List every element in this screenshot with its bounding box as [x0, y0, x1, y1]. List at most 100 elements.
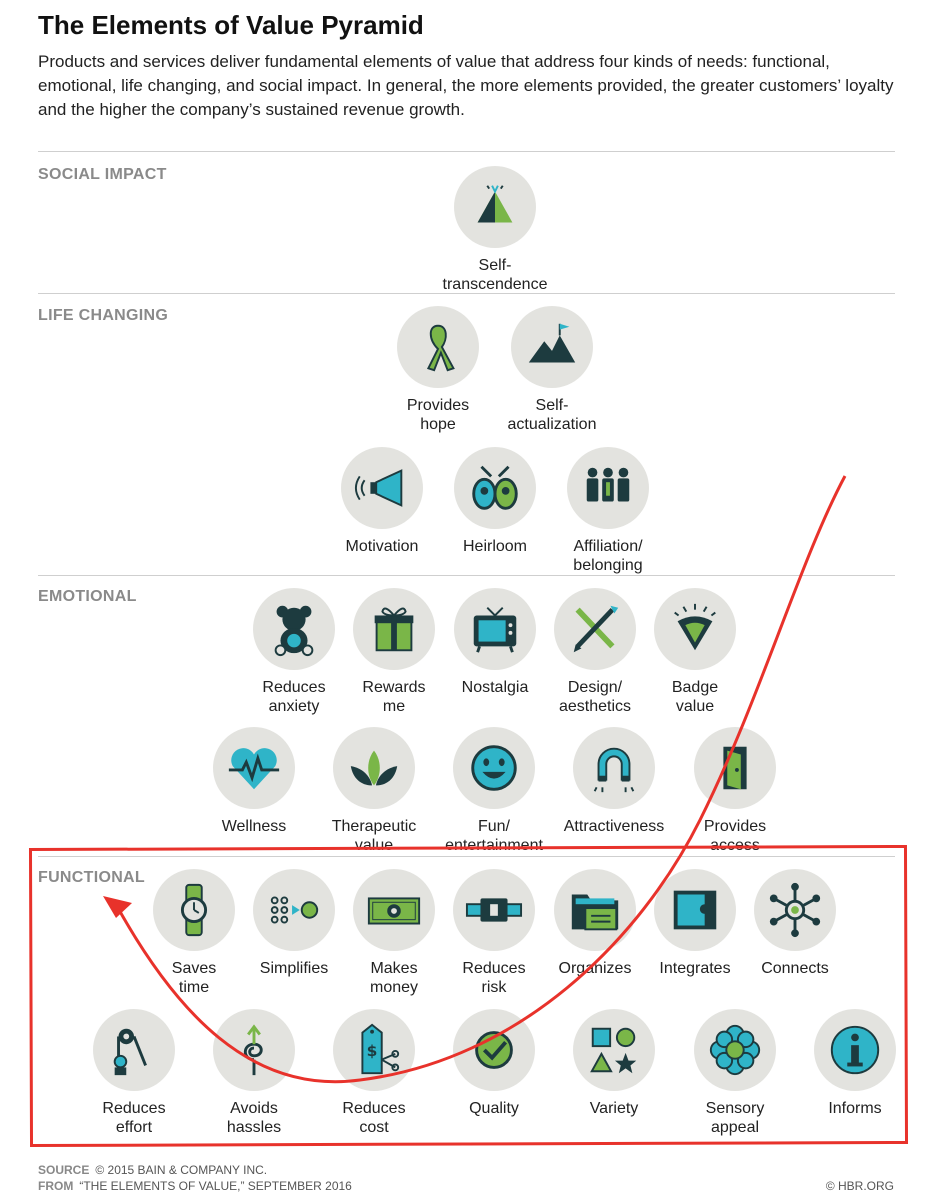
element-reduces-cost: $ Reduces cost	[314, 1009, 434, 1137]
element-fun-entertainment: Fun/ entertainment	[434, 727, 554, 855]
info-icon	[830, 1025, 880, 1075]
mountain-flag-icon	[528, 323, 576, 363]
element-circle	[453, 1009, 535, 1091]
element-provides-hope: Provides hope	[378, 306, 498, 434]
element-label: Avoids hassles	[226, 1100, 282, 1136]
element-attractiveness: Attractiveness	[554, 727, 674, 836]
heart-pulse-icon	[228, 748, 280, 790]
element-label: Quality	[469, 1100, 519, 1117]
element-circle	[333, 727, 415, 809]
untangle-arrow-icon	[243, 1024, 263, 1076]
locket-icon	[472, 465, 518, 510]
element-self-actualization: Self- actualization	[492, 306, 612, 434]
element-circle	[573, 1009, 655, 1091]
element-label: Reduces cost	[342, 1100, 406, 1136]
element-label: Attractiveness	[563, 818, 665, 835]
element-label: Badge value	[671, 679, 719, 715]
source-text: © 2015 BAIN & COMPANY INC.	[95, 1163, 268, 1177]
element-circle	[754, 869, 836, 951]
banknote-icon	[367, 897, 421, 925]
element-label: Therapeutic value	[331, 818, 417, 854]
svg-text:$: $	[367, 1042, 378, 1060]
footer-credit: © HBR.ORG	[825, 1179, 894, 1193]
element-label: Connects	[761, 960, 829, 977]
element-motivation: Motivation	[322, 447, 442, 556]
element-circle	[454, 588, 536, 670]
network-hub-icon	[769, 882, 821, 938]
element-avoids-hassles: Avoids hassles	[194, 1009, 314, 1137]
element-therapeutic-value: Therapeutic value	[314, 727, 434, 855]
section-label-emotional: EMOTIONAL	[38, 588, 137, 605]
checkmark-icon	[475, 1031, 513, 1069]
ribbon-icon	[426, 324, 455, 372]
element-circle	[694, 1009, 776, 1091]
tv-icon	[473, 607, 517, 653]
folder-icon	[571, 894, 619, 931]
element-label: Provides hope	[406, 397, 470, 433]
element-circle	[397, 306, 479, 388]
element-circle	[511, 306, 593, 388]
element-label: Informs	[828, 1100, 882, 1117]
annotation-arrowhead	[103, 896, 132, 918]
element-label: Self- actualization	[507, 397, 597, 433]
element-label: Wellness	[221, 818, 287, 835]
section-label-functional: FUNCTIONAL	[38, 869, 145, 886]
element-circle	[453, 727, 535, 809]
element-circle	[253, 869, 335, 951]
element-circle	[353, 588, 435, 670]
element-circle	[213, 727, 295, 809]
element-circle	[654, 588, 736, 670]
element-circle	[567, 447, 649, 529]
element-label: Affiliation/ belonging	[573, 538, 643, 574]
page-title: The Elements of Value Pyramid	[38, 10, 424, 40]
element-label: Motivation	[345, 538, 419, 555]
element-label: Fun/ entertainment	[445, 818, 543, 854]
element-circle	[341, 447, 423, 529]
leaves-icon	[350, 750, 398, 786]
pencil-brush-icon	[573, 605, 619, 653]
pyramid-icon	[477, 185, 513, 223]
source-label: SOURCE	[38, 1163, 90, 1177]
group-people-icon	[586, 467, 630, 502]
element-label: Provides access	[703, 818, 767, 854]
element-variety: Variety	[554, 1009, 674, 1118]
element-label: Sensory appeal	[705, 1100, 765, 1136]
element-circle	[573, 727, 655, 809]
element-quality: Quality	[434, 1009, 554, 1118]
from-line: FROM“THE ELEMENTS OF VALUE,” SEPTEMBER 2…	[38, 1178, 352, 1194]
megaphone-icon	[354, 469, 403, 507]
element-circle	[694, 727, 776, 809]
element-circle	[654, 869, 736, 951]
element-circle	[454, 447, 536, 529]
element-label: Variety	[589, 1100, 639, 1117]
divider	[38, 856, 895, 857]
element-label: Self- transcendence	[442, 257, 548, 293]
shapes-icon	[590, 1027, 637, 1074]
footer-source: SOURCE © 2015 BAIN & COMPANY INC. FROM“TH…	[38, 1162, 352, 1194]
flower-icon	[709, 1024, 761, 1076]
divider	[38, 293, 895, 294]
element-provides-access: Provides access	[675, 727, 795, 855]
element-connects: Connects	[735, 869, 855, 978]
element-label: Heirloom	[462, 538, 527, 555]
element-label: Reduces effort	[102, 1100, 166, 1136]
element-circle	[453, 869, 535, 951]
element-circle	[554, 869, 636, 951]
intro-text: Products and services deliver fundamenta…	[38, 52, 894, 119]
element-badge-value: Badge value	[635, 588, 755, 716]
puzzle-icon	[673, 890, 717, 930]
element-circle	[554, 588, 636, 670]
element-heirloom: Heirloom	[435, 447, 555, 556]
from-text: “THE ELEMENTS OF VALUE,” SEPTEMBER 2016	[79, 1179, 352, 1193]
watch-icon	[180, 883, 208, 937]
element-circle	[814, 1009, 896, 1091]
teddy-bear-icon	[274, 605, 314, 657]
element-circle	[153, 869, 235, 951]
element-wellness: Wellness	[194, 727, 314, 836]
source-line: SOURCE © 2015 BAIN & COMPANY INC.	[38, 1162, 352, 1178]
divider	[38, 151, 895, 152]
magnet-icon	[593, 747, 635, 793]
smiley-icon	[471, 745, 517, 791]
element-circle	[454, 166, 536, 248]
element-circle	[93, 1009, 175, 1091]
